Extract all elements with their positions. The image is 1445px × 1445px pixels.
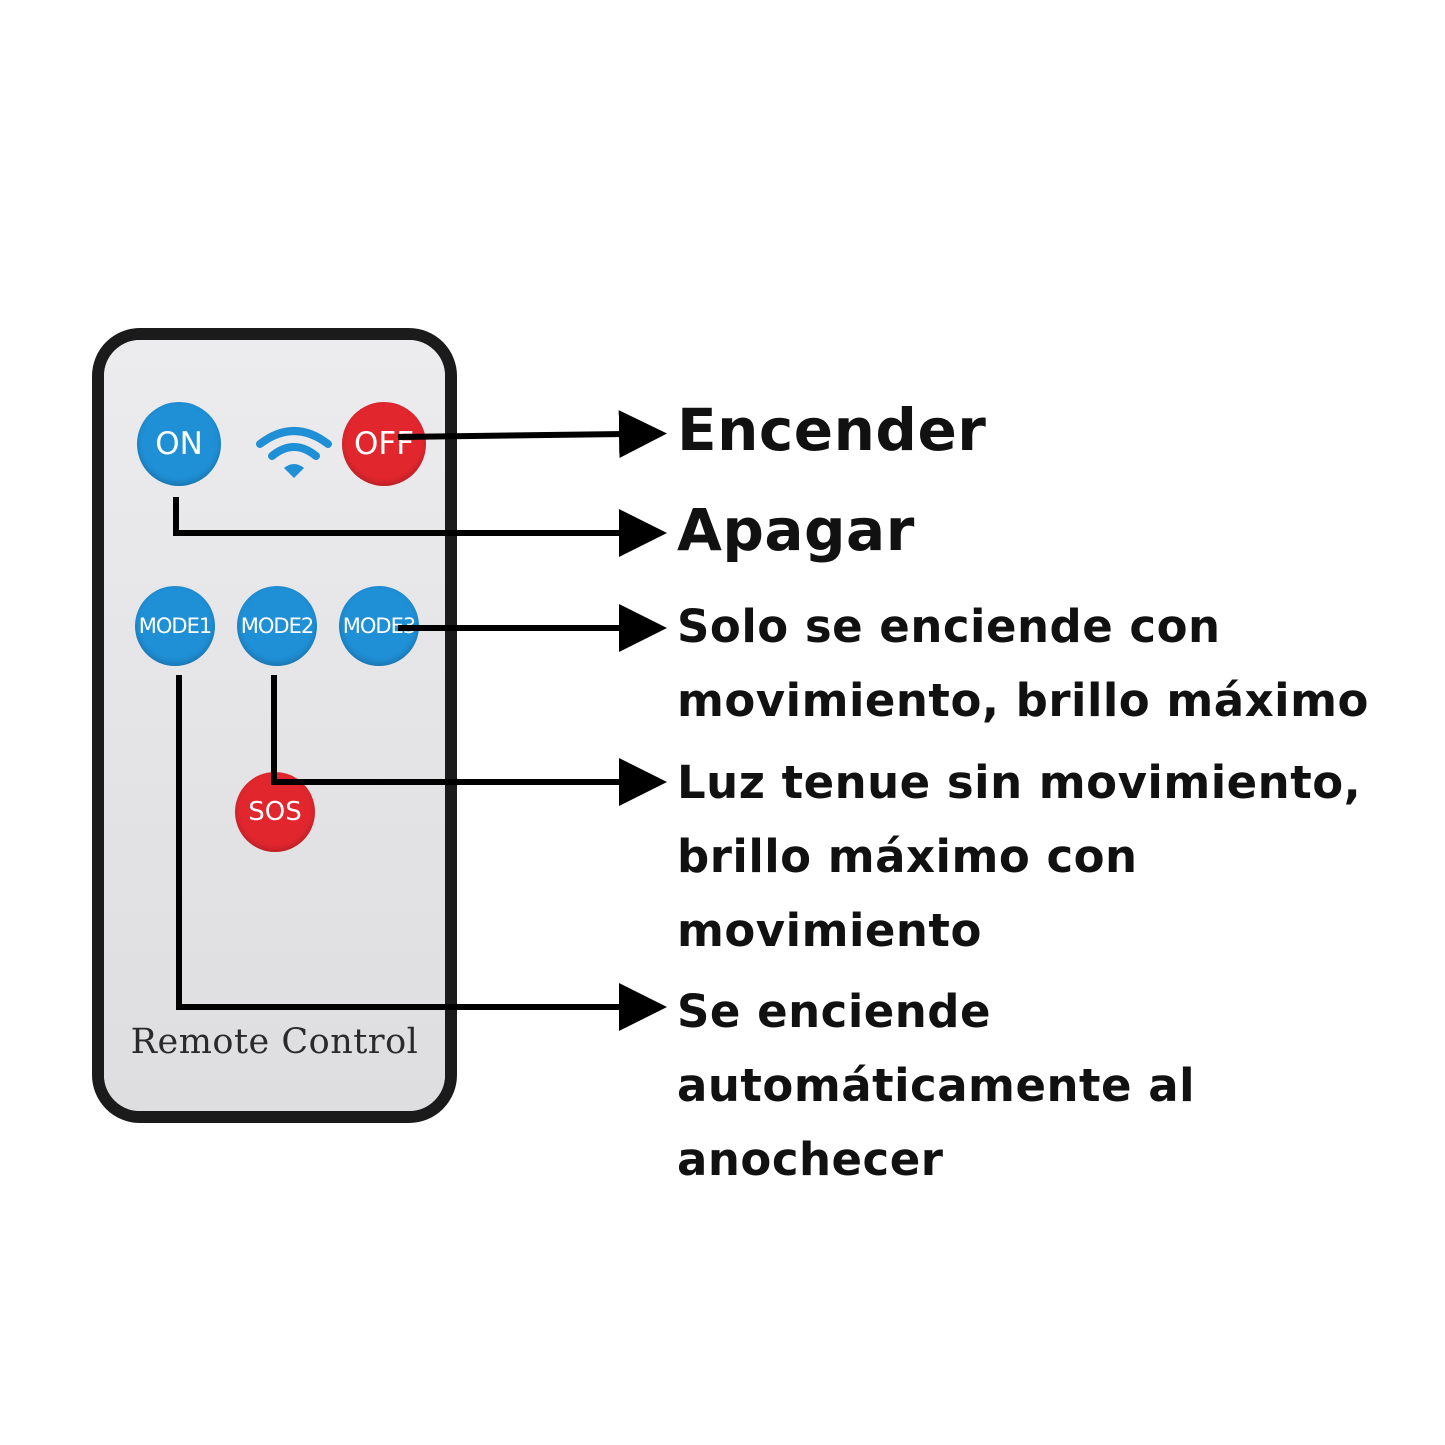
- callout-mode3-line1: Solo se enciende con: [677, 600, 1221, 653]
- off-button[interactable]: OFF: [342, 402, 426, 486]
- sos-button[interactable]: SOS: [235, 772, 315, 852]
- on-button-label: ON: [155, 426, 203, 462]
- sos-button-label: SOS: [248, 797, 302, 827]
- callout-mode2-line3: movimiento: [677, 904, 982, 957]
- callout-mode2-line1: Luz tenue sin movimiento,: [677, 756, 1362, 809]
- mode2-button-label: MODE2: [240, 614, 314, 638]
- callout-mode3-line2: movimiento, brillo máximo: [677, 674, 1369, 727]
- callout-apagar: Apagar: [677, 494, 915, 566]
- mode1-button-label: MODE1: [138, 614, 212, 638]
- callout-mode2: Luz tenue sin movimiento, brillo máximo …: [677, 746, 1361, 968]
- callout-mode2-line2: brillo máximo con: [677, 830, 1138, 883]
- wifi-icon: [256, 427, 332, 478]
- mode1-button[interactable]: MODE1: [135, 586, 215, 666]
- arrow-on-to-apagar: [173, 497, 667, 557]
- callout-encender: Encender: [677, 394, 986, 466]
- on-button[interactable]: ON: [137, 402, 221, 486]
- callout-mode1-line2: automáticamente al: [677, 1059, 1195, 1112]
- mode2-button[interactable]: MODE2: [237, 586, 317, 666]
- callout-mode1-line1: Se enciende: [677, 985, 992, 1038]
- arrow-mode2: [271, 675, 667, 806]
- callout-apagar-text: Apagar: [677, 496, 915, 564]
- callout-mode1: Se enciende automáticamente al anochecer: [677, 975, 1195, 1197]
- arrow-off-to-encender: [397, 410, 667, 459]
- off-button-label: OFF: [353, 426, 415, 462]
- remote-label: Remote Control: [130, 1022, 419, 1062]
- callout-encender-text: Encender: [677, 396, 987, 464]
- callout-mode3: Solo se enciende con movimiento, brillo …: [677, 590, 1369, 738]
- callout-mode1-line3: anochecer: [677, 1133, 944, 1186]
- arrow-mode1: [176, 675, 667, 1031]
